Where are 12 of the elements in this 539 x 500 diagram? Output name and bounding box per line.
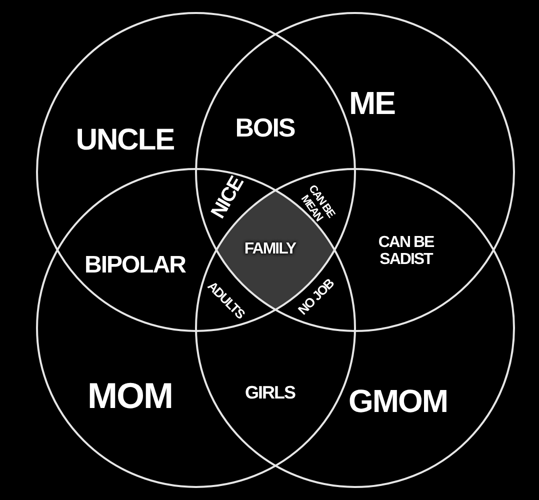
region-label: GIRLS [245,384,295,402]
circle-label: MOM [88,377,172,415]
venn-circle [195,12,515,332]
circle-label: UNCLE [76,124,174,156]
region-label: BIPOLAR [84,252,186,278]
circle-label: GMOM [348,385,448,419]
region-label: FAMILY [244,242,296,258]
circle-label: ME [349,87,395,121]
region-label: NO JOB [296,276,336,318]
region-label: BOIS [235,114,295,142]
region-label: CAN BE SADIST [377,235,435,269]
venn-circle [195,168,515,488]
